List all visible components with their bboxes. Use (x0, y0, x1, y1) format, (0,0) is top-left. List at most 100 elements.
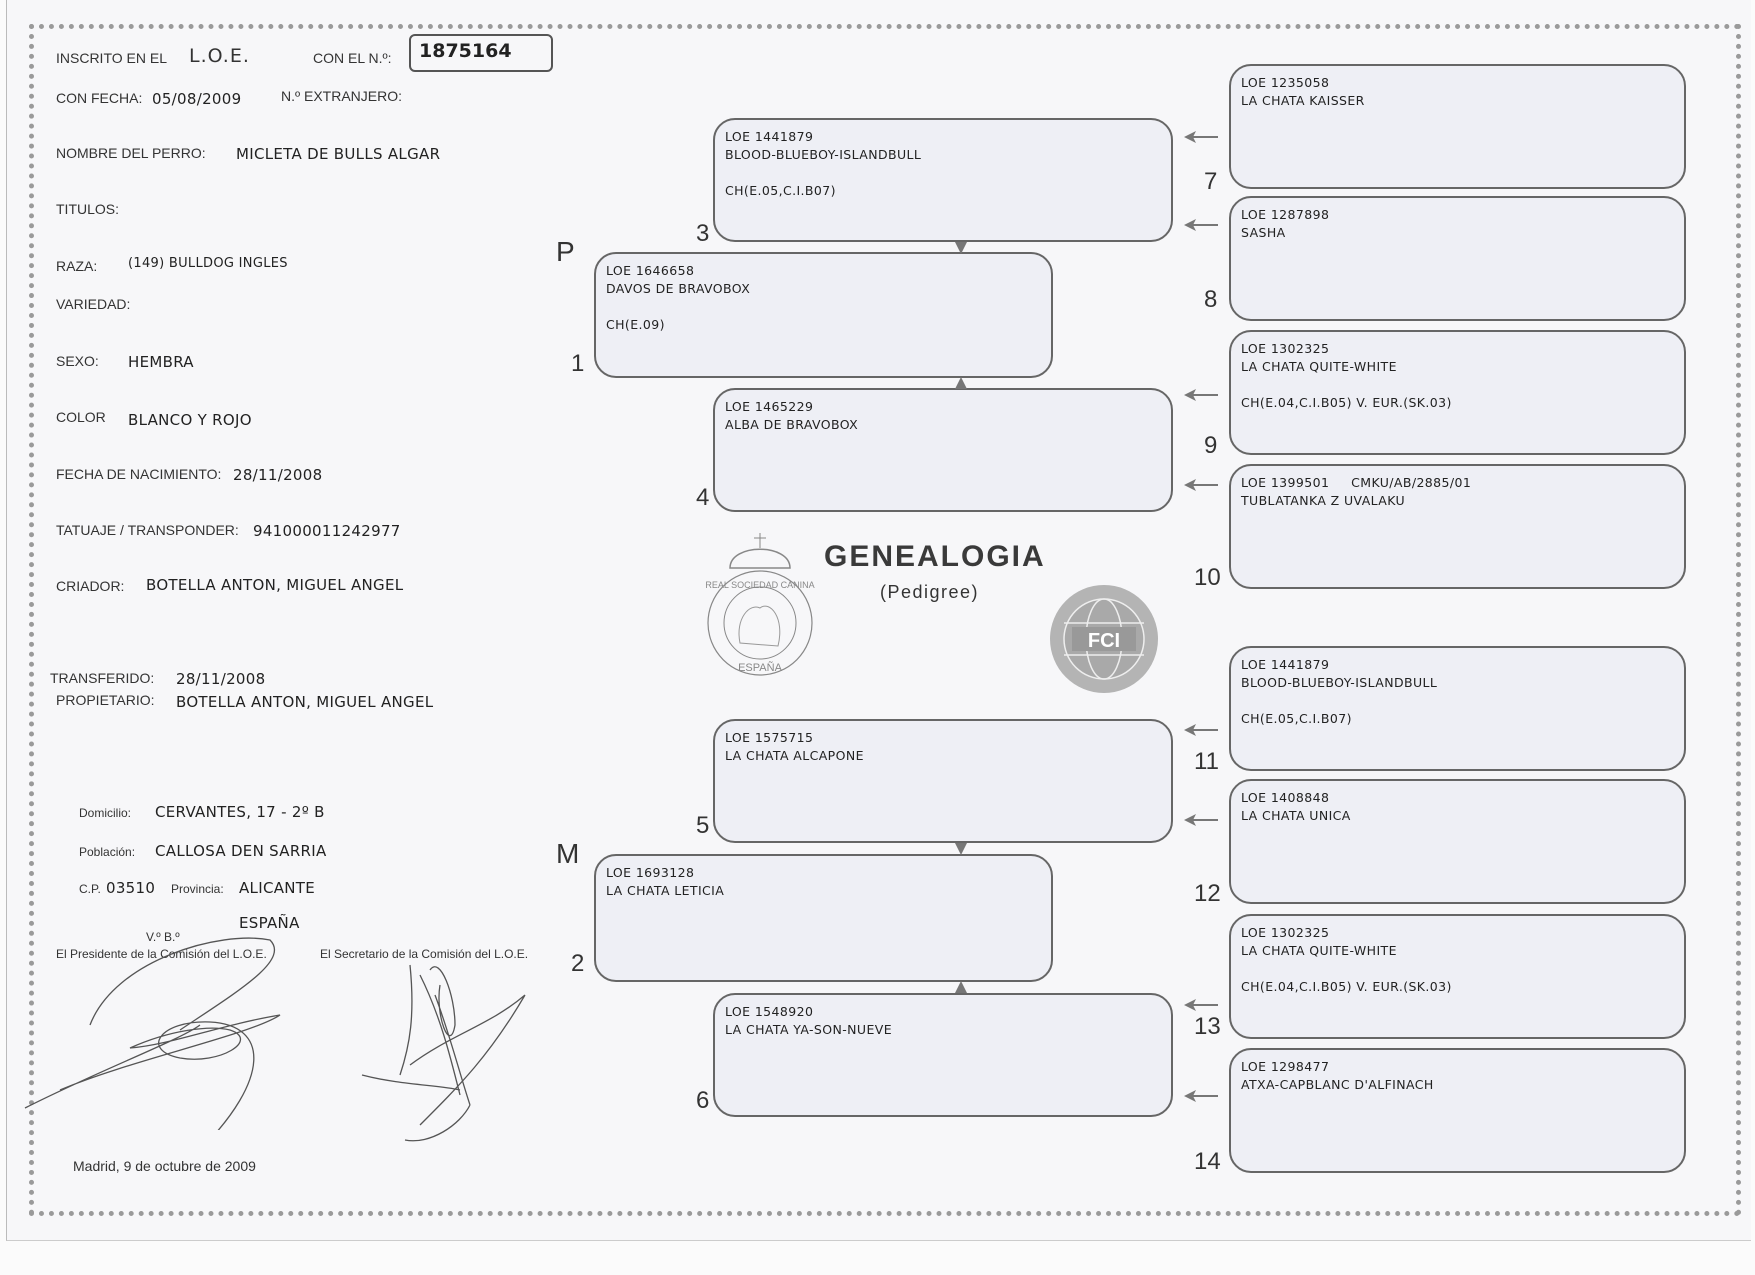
provincia-value: ALICANTE (239, 879, 316, 897)
con-fecha-value: 05/08/2009 (152, 90, 242, 108)
ancestor-name: ATXA-CAPBLANC D'ALFINACH (1241, 1077, 1434, 1092)
ancestor-name: LA CHATA UNICA (1241, 808, 1351, 823)
raza-value: (149) BULLDOG INGLES (128, 256, 288, 271)
arrow-left-icon (1184, 219, 1218, 231)
nacimiento-label: FECHA DE NACIMIENTO: (56, 466, 222, 482)
box-number-12: 12 (1194, 880, 1221, 907)
ancestor-name: BLOOD-BLUEBOY-ISLANDBULL (725, 147, 922, 162)
ancestor-loe: LOE 1693128 (606, 865, 695, 880)
arrow-down-icon (955, 242, 967, 254)
arrow-left-icon (1184, 479, 1218, 491)
poblacion-label: Población: (79, 845, 136, 859)
ancestor-box-6: LOE 1548920 LA CHATA YA-SON-NUEVE (713, 993, 1173, 1117)
ancestor-box-12: LOE 1408848 LA CHATA UNICA (1229, 779, 1686, 904)
ancestor-box-9: LOE 1302325 LA CHATA QUITE-WHITE CH(E.04… (1229, 330, 1686, 455)
ancestor-name: DAVOS DE BRAVOBOX (606, 281, 751, 296)
box-number-1: 1 (571, 350, 585, 377)
ancestor-loe: LOE 1302325 (1241, 925, 1330, 940)
nombre-label: NOMBRE DEL PERRO: (56, 145, 206, 161)
ancestor-loe: LOE 1575715 (725, 730, 814, 745)
tatuaje-label: TATUAJE / TRANSPONDER: (56, 522, 239, 538)
ancestor-box-11: LOE 1441879 BLOOD-BLUEBOY-ISLANDBULL CH(… (1229, 646, 1686, 771)
con-fecha-label: CON FECHA: (56, 90, 143, 106)
ancestor-box-7: LOE 1235058 LA CHATA KAISSER (1229, 64, 1686, 189)
ancestor-box-3: LOE 1441879 BLOOD-BLUEBOY-ISLANDBULL CH(… (713, 118, 1173, 242)
criador-value: BOTELLA ANTON, MIGUEL ANGEL (146, 576, 404, 594)
transferido-value: 28/11/2008 (176, 670, 266, 688)
ancestor-box-4: LOE 1465229 ALBA DE BRAVOBOX (713, 388, 1173, 512)
ancestor-name: SASHA (1241, 225, 1286, 240)
cp-label: C.P. (79, 882, 101, 896)
pais-value: ESPAÑA (239, 914, 300, 932)
criador-label: CRIADOR: (56, 578, 125, 594)
domicilio-label: Domicilio: (79, 806, 132, 820)
box-number-14: 14 (1194, 1148, 1221, 1175)
nombre-value: MICLETA DE BULLS ALGAR (236, 145, 441, 163)
arrow-left-icon (1184, 724, 1218, 736)
ancestor-titles: CH(E.04,C.I.B05) V. EUR.(SK.03) (1241, 395, 1452, 410)
domicilio-value: CERVANTES, 17 - 2º B (155, 803, 325, 821)
ancestor-name: LA CHATA QUITE-WHITE (1241, 359, 1397, 374)
raza-label: RAZA: (56, 258, 98, 274)
arrow-down-icon (955, 843, 967, 855)
box-number-6: 6 (696, 1087, 710, 1114)
arrow-left-icon (1184, 131, 1218, 143)
genealogy-heading: GENEALOGIA (824, 540, 1046, 573)
secretario-label: El Secretario de la Comisión del L.O.E. (320, 947, 529, 961)
presidente-label: El Presidente de la Comisión del L.O.E. (56, 947, 267, 961)
extranjero-label: N.º EXTRANJERO: (281, 88, 403, 104)
rsce-seal-bottom-text: ESPAÑA (738, 661, 782, 674)
fci-seal-icon: FCI (1050, 585, 1158, 693)
variedad-label: VARIEDAD: (56, 296, 131, 312)
color-label: COLOR (56, 409, 106, 425)
ancestor-box-13: LOE 1302325 LA CHATA QUITE-WHITE CH(E.04… (1229, 914, 1686, 1039)
ancestor-loe: LOE 1235058 (1241, 75, 1330, 90)
arrow-left-icon (1184, 389, 1218, 401)
rsce-seal-top-text: REAL SOCIEDAD CANINA (705, 580, 814, 590)
provincia-label: Provincia: (171, 882, 224, 896)
ancestor-loe: LOE 1441879 (1241, 657, 1330, 672)
ancestor-box-2: LOE 1693128 LA CHATA LETICIA (594, 854, 1053, 982)
president-signature (24, 937, 281, 1130)
tatuaje-value: 941000011242977 (253, 522, 401, 540)
box-number-11: 11 (1194, 748, 1219, 775)
secretary-signature (361, 964, 526, 1142)
ancestor-loe: LOE 1465229 (725, 399, 814, 414)
box-number-3: 3 (696, 220, 710, 247)
titulos-label: TITULOS: (56, 201, 120, 217)
box-number-5: 5 (696, 812, 710, 839)
ancestor-loe: LOE 1408848 (1241, 790, 1330, 805)
ancestor-name: BLOOD-BLUEBOY-ISLANDBULL (1241, 675, 1438, 690)
sexo-label: SEXO: (56, 353, 99, 369)
ancestor-box-1: LOE 1646658 DAVOS DE BRAVOBOX CH(E.09) (594, 252, 1053, 378)
box-number-4: 4 (696, 484, 710, 511)
ancestor-loe: LOE 1548920 (725, 1004, 814, 1019)
con-el-label: CON EL N.º: (313, 50, 392, 66)
decorative-border (29, 24, 1741, 1216)
propietario-label: PROPIETARIO: (56, 692, 155, 708)
ancestor-titles: CH(E.05,C.I.B07) (1241, 711, 1352, 726)
poblacion-value: CALLOSA DEN SARRIA (155, 842, 327, 860)
registration-number: 1875164 (409, 34, 553, 72)
ancestor-name: LA CHATA YA-SON-NUEVE (725, 1022, 893, 1037)
cp-value: 03510 (106, 879, 156, 897)
ancestor-loe: LOE 1287898 (1241, 207, 1330, 222)
ancestor-loe: LOE 1302325 (1241, 341, 1330, 356)
vobo-label: V.º B.º (146, 930, 180, 944)
ancestor-name: LA CHATA KAISSER (1241, 93, 1365, 108)
box-number-13: 13 (1194, 1013, 1221, 1040)
box-number-8: 8 (1204, 286, 1218, 313)
transferido-label: TRANSFERIDO: (50, 670, 155, 686)
box-number-7: 7 (1204, 168, 1218, 195)
ancestor-name: LA CHATA LETICIA (606, 883, 725, 898)
ancestor-name: ALBA DE BRAVOBOX (725, 417, 859, 432)
inscrito-label: INSCRITO EN EL (56, 50, 167, 66)
paternal-label: P (556, 236, 575, 267)
ancestor-loe: LOE 1399501 CMKU/AB/2885/01 (1241, 475, 1472, 490)
arrow-left-icon (1184, 999, 1218, 1011)
ancestor-name: TUBLATANKA Z UVALAKU (1241, 493, 1406, 508)
ancestor-box-10: LOE 1399501 CMKU/AB/2885/01 TUBLATANKA Z… (1229, 464, 1686, 589)
ancestor-titles: CH(E.09) (606, 317, 665, 332)
propietario-value: BOTELLA ANTON, MIGUEL ANGEL (176, 693, 434, 711)
ancestor-loe: LOE 1441879 (725, 129, 814, 144)
